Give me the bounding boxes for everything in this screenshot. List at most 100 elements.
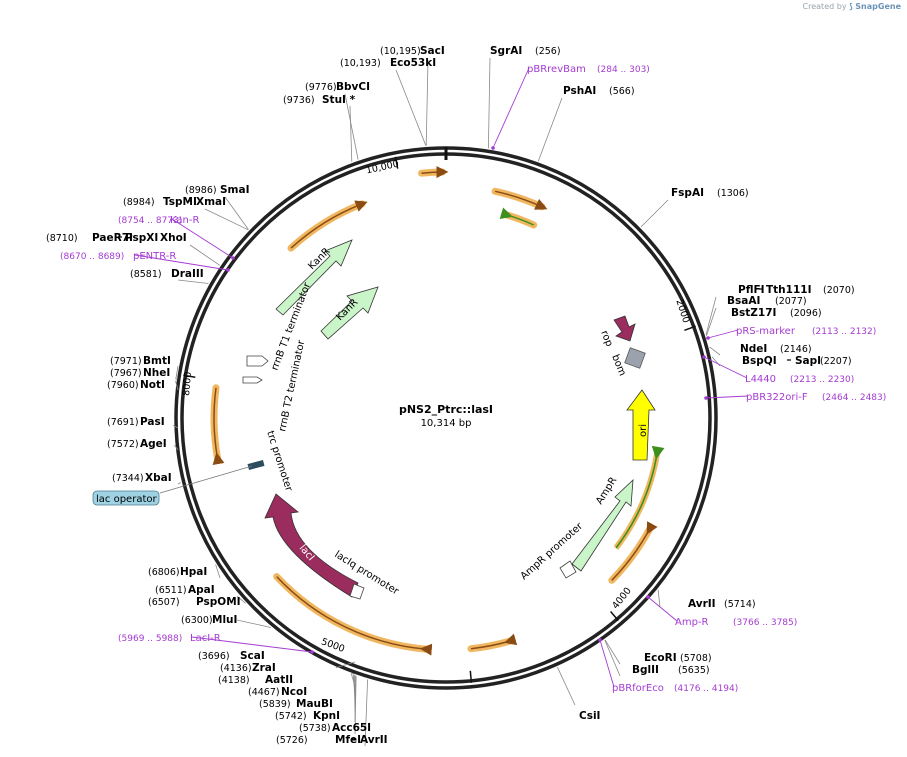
orf-line-0	[421, 166, 449, 179]
primer-leader-kan-r	[171, 218, 234, 259]
enzyme-position-bsaai: (2077)	[775, 296, 807, 307]
enzyme-label-aatii: AatII	[265, 674, 293, 686]
primer-labels: pBRrevBam(284 .. 303)Kan-R(8754 .. 8773)…	[60, 64, 886, 694]
enzyme-label-sapi: SapI	[795, 355, 821, 367]
feature-label-rop: rop	[598, 329, 614, 348]
enzyme-label-fspai: FspAI	[671, 187, 704, 199]
enzyme-position-draiii: (8581)	[130, 269, 162, 280]
enzyme-label-bbvci: BbvCI	[336, 81, 370, 93]
enzyme-label-scai: ScaI	[240, 650, 265, 662]
enzyme-position-pspomi: (6507)	[148, 597, 180, 608]
ampr-promoter-shape	[559, 560, 577, 579]
primer-range-pbr322ori-f: (2464 .. 2483)	[822, 393, 886, 403]
enzyme-leader-nhei	[175, 377, 179, 380]
primer-label-pbrrevbam: pBRrevBam	[527, 64, 586, 75]
enzyme-leader-fspai	[640, 199, 669, 228]
orf-line-1	[290, 200, 368, 249]
enzyme-label-xbai: XbaI	[145, 472, 172, 484]
primer-label-l4440: L4440	[745, 374, 776, 385]
tick-mark-4000	[610, 611, 619, 622]
primer-range-pentr-r: (8670 .. 8689)	[60, 252, 124, 262]
enzyme-label-avrii: AvrII	[360, 734, 388, 746]
enzyme-position-bstz17i: (2096)	[790, 308, 822, 319]
enzyme-label-mfei: MfeI	[335, 734, 361, 746]
feature-label-ori: ori	[638, 424, 649, 437]
enzyme-label-hpai: HpaI	[180, 566, 207, 578]
primer-label-amp-r: Amp-R	[675, 617, 709, 628]
primer-leader-pentr-r	[134, 254, 229, 271]
feature-label-bom: bom	[609, 353, 628, 378]
orf-line-5	[276, 576, 433, 656]
primer-label-prs-marker: pRS-marker	[736, 326, 796, 337]
enzyme-leader-draiii	[177, 279, 209, 284]
primer-range-kan-r: (8754 .. 8773)	[118, 216, 182, 226]
primer-mark-prs-marker	[706, 336, 710, 340]
primer-mark-pbr322ori-f	[704, 396, 708, 400]
enzyme-label-bglii: BglII	[632, 664, 659, 676]
enzyme-leader-ndei	[709, 346, 721, 356]
enzyme-leader-pspxi	[189, 244, 220, 266]
enzyme-label-pflfi: PflFI	[738, 284, 765, 296]
enzyme-leader-stui	[349, 105, 353, 162]
primer-mark-kan-r	[231, 256, 235, 260]
enzyme-position-bbvci: (9776)	[305, 82, 337, 93]
enzyme-position-ecori: (5714)	[724, 599, 756, 610]
primer-mark-pbrrevbam	[491, 146, 495, 150]
bom-box	[624, 347, 646, 369]
enzyme-leader-scai	[657, 589, 661, 608]
enzyme-position-nhei: (7967)	[110, 368, 142, 379]
primer-label-laci-r: LacI-R	[190, 633, 221, 644]
enzyme-label-bmti: BmtI	[143, 355, 171, 367]
orf-line-4	[212, 387, 225, 466]
enzyme-leader-smai	[224, 196, 249, 230]
enzyme-label-sgrai: SgrAI	[490, 45, 522, 57]
enzyme-position-smai: (8986)	[185, 185, 217, 196]
enzyme-leader-sgrai	[488, 57, 491, 149]
orf-line-7	[611, 521, 658, 581]
enzyme-position-scai: (3696)	[198, 651, 230, 662]
orf-band-7	[608, 525, 653, 584]
enzyme-leader-apai	[236, 595, 246, 604]
primer-leader-prs-marker	[707, 329, 739, 339]
enzyme-leader-lines	[172, 57, 721, 747]
enzyme-position-apai: (6511)	[155, 585, 187, 596]
enzyme-leader-eco53ki	[395, 69, 427, 146]
enzyme-leader-tth111i	[705, 296, 717, 335]
enzyme-label-apai: ApaI	[188, 584, 215, 596]
tick-label-10-000: 10,000	[365, 159, 400, 177]
orf-line-3	[499, 207, 535, 226]
enzyme-position-sapi: (2207)	[820, 356, 852, 367]
enzyme-label-kpni: KpnI	[313, 710, 340, 722]
ruler-ticks	[183, 156, 696, 683]
enzyme-leader-hpai	[215, 564, 221, 579]
enzyme-position-fspai: (1306)	[717, 188, 749, 199]
rrnb-t2-terminator-shape	[242, 376, 263, 384]
enzyme-label-pspomi: PspOMI	[196, 596, 241, 608]
enzyme-label-ndei: NdeI	[740, 343, 767, 355]
enzyme-leader-bbvci	[344, 93, 359, 160]
enzyme-position-pshai: (566)	[609, 86, 635, 97]
primer-label-pbr322ori-f: pBR322ori-F	[746, 392, 808, 403]
enzyme-position-tth111i: (2070)	[823, 285, 855, 296]
enzyme-leader-pshai	[537, 97, 563, 162]
enzyme-label-draiii: DraIII	[171, 268, 204, 280]
primer-range-prs-marker: (2113 .. 2132)	[812, 327, 876, 337]
kanr-arrow-1	[275, 239, 353, 316]
enzyme-label-tspmi: TspMI	[163, 196, 197, 208]
primer-label-kan-r: Kan-R	[170, 215, 199, 226]
primer-mark-laci-r	[310, 650, 314, 654]
tick-label-8000: 8000	[181, 371, 194, 396]
enzyme-label-noti: NotI	[140, 379, 165, 391]
enzyme-label-csii: CsiI	[579, 710, 600, 722]
enzyme-position-paer7i: (8710)	[46, 233, 78, 244]
watermark-brand: SnapGene	[855, 2, 901, 11]
enzyme-label-stui: StuI *	[322, 94, 356, 106]
enzyme-label-mlui: MluI	[212, 614, 237, 626]
enzyme-leader-ncoi	[557, 667, 576, 706]
enzyme-label-tth111i: Tth111I	[766, 284, 811, 296]
primer-mark-pbrforeco	[598, 638, 602, 642]
enzyme-label-nhei: NheI	[143, 367, 170, 379]
enzyme-label-xhoi: XhoI	[160, 232, 187, 244]
enzyme-position-sgrai: (256)	[535, 46, 561, 57]
primer-leader-laci-r	[191, 636, 313, 653]
